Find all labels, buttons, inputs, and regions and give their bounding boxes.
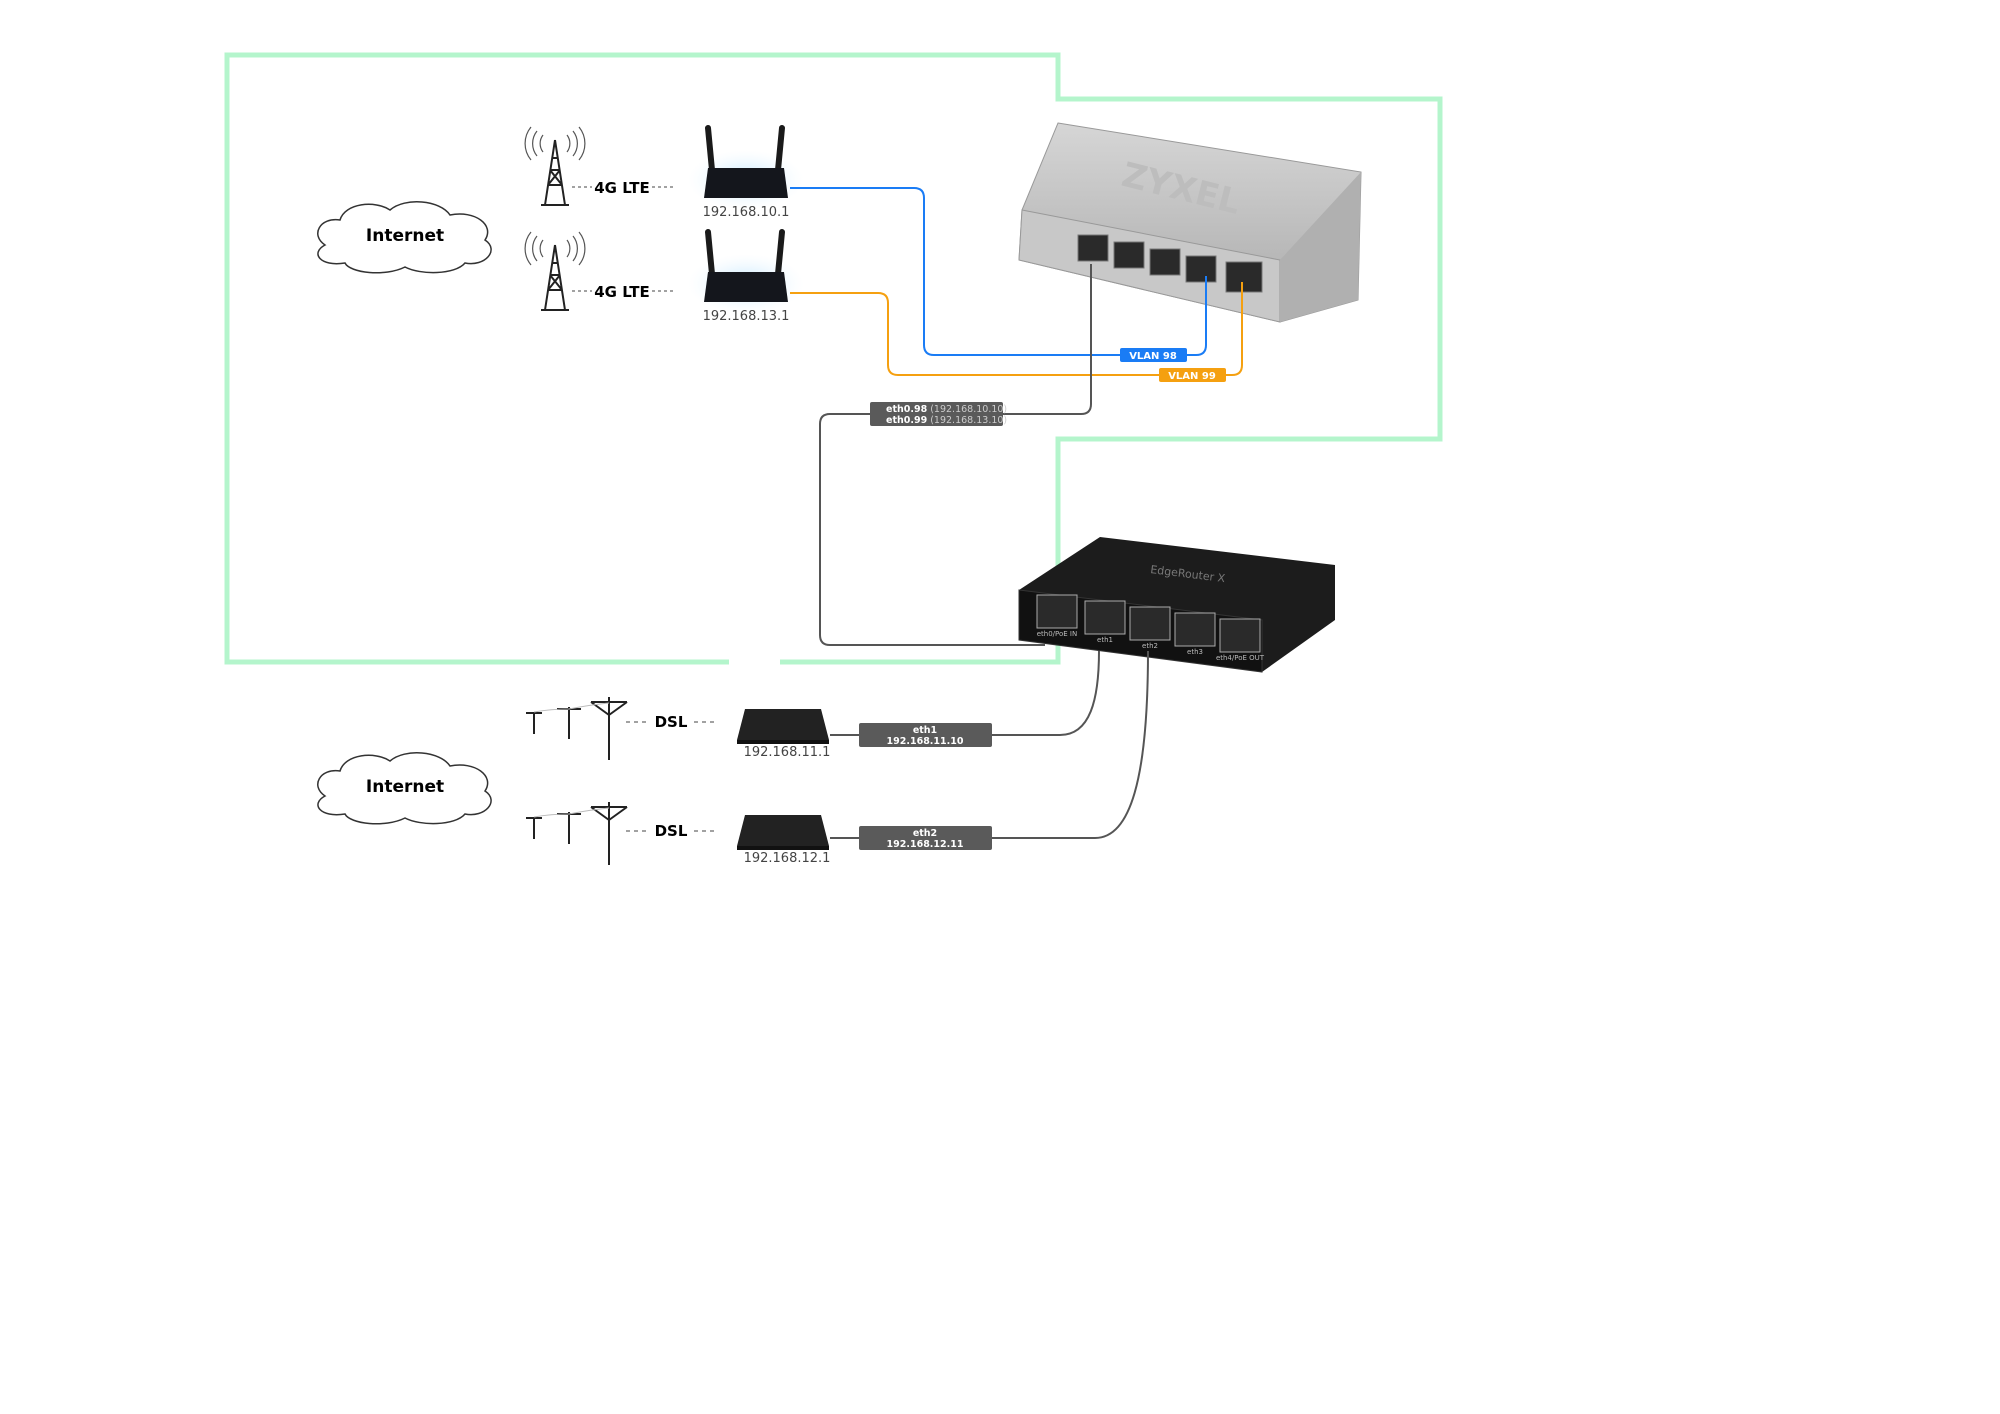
utility-poles-icon (526, 802, 628, 865)
router-port-label: eth0/PoE IN (1037, 630, 1078, 638)
lte-link-label: 4G LTE (594, 283, 650, 301)
trunk-iface: eth0.98 (886, 404, 928, 415)
trunk-cable (819, 264, 1092, 646)
svg-text:eth0.98 (192.168.10.10): eth0.98 (192.168.10.10) (886, 404, 1007, 415)
modem-ip-label: 192.168.11.1 (744, 745, 831, 760)
switch-port (1225, 261, 1263, 293)
svg-text:eth0.99 (192.168.13.10): eth0.99 (192.168.13.10) (886, 415, 1007, 426)
router-ip-label: 192.168.13.1 (703, 309, 790, 324)
iface-name: eth1 (913, 725, 937, 736)
router-port-eth3 (1174, 612, 1216, 647)
internet-cloud: Internet (317, 752, 492, 825)
eth2-cable (830, 650, 1149, 839)
router-port-eth1 (1084, 600, 1126, 635)
lte-router-icon (688, 229, 804, 314)
switch-port (1149, 248, 1181, 276)
eth1-cable (830, 650, 1100, 736)
router-port-label: eth3 (1187, 648, 1203, 656)
dsl-link-label: DSL (655, 713, 688, 731)
vlan98-cable (790, 187, 1207, 356)
router-port-eth2 (1129, 606, 1171, 641)
vlan98-badge: VLAN 98 (1120, 348, 1187, 362)
cloud-label: Internet (366, 226, 444, 246)
switch-port (1113, 241, 1145, 269)
dsl-link-label: DSL (655, 822, 688, 840)
iface-name: eth2 (913, 828, 937, 839)
trunk-ip: (192.168.10.10) (930, 404, 1007, 415)
lte-router-icon (688, 125, 804, 210)
modem-ip-label: 192.168.12.1 (744, 851, 831, 866)
router-port-eth4 (1219, 618, 1261, 653)
vlan-label: VLAN 98 (1129, 351, 1177, 362)
lte-link-label: 4G LTE (594, 179, 650, 197)
iface-ip: 192.168.11.10 (887, 736, 964, 747)
iface-ip: 192.168.12.11 (887, 839, 964, 850)
utility-poles-icon (526, 697, 628, 760)
switch-port (1185, 255, 1217, 283)
vlan-label: VLAN 99 (1168, 371, 1216, 382)
eth1-interface-badge: eth1 192.168.11.10 (859, 723, 992, 747)
eth2-interface-badge: eth2 192.168.12.11 (859, 826, 992, 850)
lte-zone-boundary (224, 52, 1443, 665)
trunk-interface-badge: eth0.98 (192.168.10.10) eth0.99 (192.168… (870, 402, 1007, 426)
zyxel-switch: ZYXEL (1018, 122, 1362, 323)
router-port-label: eth1 (1097, 636, 1113, 644)
router-port-eth0 (1036, 594, 1078, 629)
router-ip-label: 192.168.10.1 (703, 205, 790, 220)
trunk-ip: (192.168.13.10) (930, 415, 1007, 426)
vlan99-cable (790, 282, 1243, 376)
dsl-modem-icon (737, 815, 829, 850)
trunk-iface: eth0.99 (886, 415, 927, 426)
cloud-label: Internet (366, 777, 444, 797)
cell-tower-icon (524, 231, 586, 311)
internet-cloud: Internet (317, 201, 492, 274)
router-port-label: eth4/PoE OUT (1216, 654, 1265, 662)
vlan99-badge: VLAN 99 (1159, 368, 1226, 382)
cell-tower-icon (524, 126, 586, 206)
switch-port (1077, 234, 1109, 262)
dsl-modem-icon (737, 709, 829, 744)
edgerouter-x: EdgeRouter X eth0/PoE IN eth1 eth2 eth3 … (1018, 537, 1335, 673)
router-port-label: eth2 (1142, 642, 1158, 650)
